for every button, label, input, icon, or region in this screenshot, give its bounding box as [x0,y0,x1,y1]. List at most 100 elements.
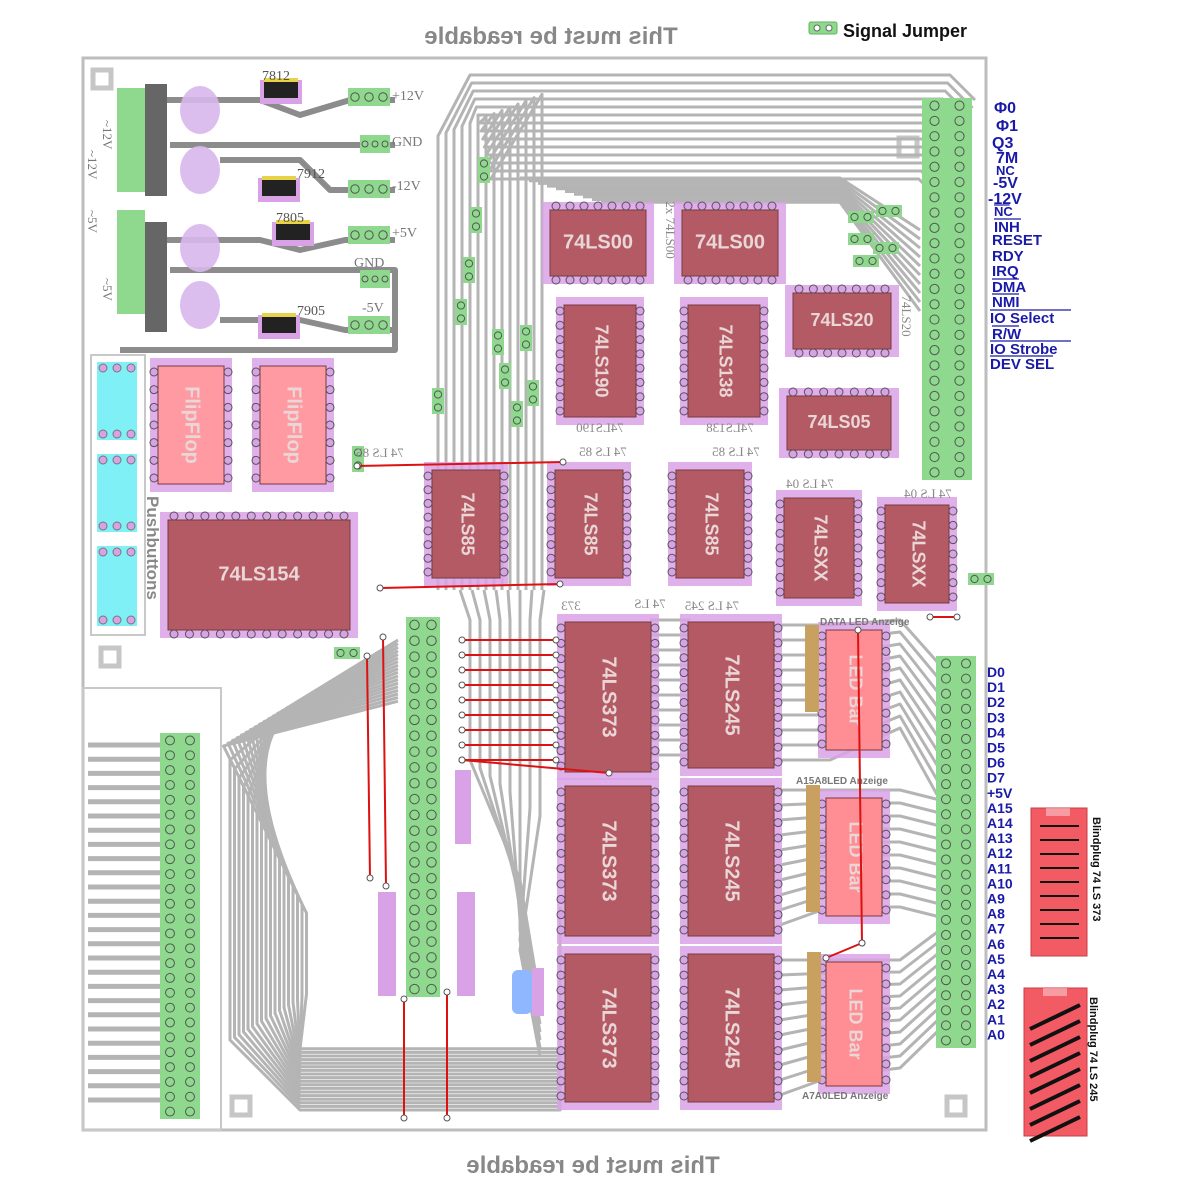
wire-end [458,711,466,719]
header-pin [165,1091,175,1102]
header-pin [929,100,940,111]
bus-signal-label: A2 [987,996,1005,1012]
wire-end [400,995,408,1003]
pcb-trace [436,73,977,590]
led-caption: A7A0LED Anzeige [802,1091,889,1102]
header-pin [954,467,965,478]
led-pads [532,968,544,1016]
header-pin [426,920,437,931]
header-pin [493,331,503,340]
pad [126,615,136,625]
header-pin [528,382,538,391]
silkscreen-text: 74LS20 [899,295,914,336]
header-pin [929,329,940,340]
led-blue [512,970,532,1014]
header-pin [940,824,952,835]
chip-74ls373-a: 74LS373 [556,614,660,780]
pcb-trace [482,589,542,1017]
header-pin [521,340,531,349]
header-pin [409,651,420,662]
header-pin [409,888,420,900]
header-pin [929,314,940,325]
blindplug-245: Blindplug 74 LS 245 [1023,987,1099,1143]
header-pin [426,936,437,947]
blindplug-jumper [1029,1019,1081,1047]
slot-signal-label: 7M [996,150,1018,167]
header-pin [409,698,420,710]
header-pin [954,253,965,264]
chip-74ls245-b: 74LS245 [679,778,783,944]
silkscreen-text: 74 LS 85 [712,444,760,459]
silkscreen-text: 74 LS [634,596,665,611]
header-pin [165,1017,175,1028]
blindplug-jumper [1029,1083,1081,1111]
header-pin [929,421,940,432]
slot-signal-label: INH [994,219,1020,236]
slot-signal-label: IO Select [990,310,1054,327]
header-pin [185,839,195,850]
header-pin [940,809,952,820]
header-pin [863,212,872,222]
led-bar-a7: LED Bar [817,954,891,1094]
pushbutton [97,362,137,440]
wire-end [854,626,862,634]
header-pin [929,283,940,295]
pin-header [360,270,390,288]
chip-74ls00-a: 74LS00 [542,201,654,285]
wire-end [552,711,560,719]
wire-end [552,741,560,749]
header-pin [940,944,952,956]
capacitor [180,281,220,329]
header-pin [409,778,420,789]
header-pin [929,207,940,218]
header-pin [165,1106,175,1117]
slot-signal-label: IO Strobe [990,341,1058,358]
header-pin [500,378,510,387]
svg-text:-5V: -5V [362,301,384,316]
red-wire [382,636,387,887]
socket-pads [457,892,475,996]
header-pin [165,1047,175,1058]
header-pin [875,243,884,253]
pin-header [334,647,360,659]
header-pin [954,436,965,447]
header-pin [983,574,992,584]
flipflop-b-label: FlipFlop [283,386,305,464]
header-pin [960,929,972,940]
pin-header [406,617,440,997]
chip-74ls20-label: 74LS20 [810,310,873,330]
pin-header [478,157,490,183]
pad [126,363,136,373]
header-pin [409,873,420,884]
header-pin [954,299,965,310]
wire-end [559,458,567,466]
pcb-trace [494,589,542,1025]
bus-signal-label: A14 [987,815,1013,831]
pad [98,363,108,373]
chip-74ls373-c-label: 74LS373 [598,987,620,1068]
header-pin [185,1002,195,1013]
header-pin [185,1062,195,1072]
ac-input-header [117,210,145,314]
header-pin [863,234,872,244]
bus-signal-label: +5V [987,785,1013,801]
header-pin [940,899,952,910]
header-pin [185,883,195,894]
header-pin [350,320,360,330]
header-pin [165,765,175,776]
edge-connector-area [82,687,222,1131]
header-pin [364,184,374,194]
pads-layer [90,78,994,1119]
header-pin [960,779,972,790]
header-pin [426,888,437,900]
svg-text:7812: 7812 [262,69,290,84]
wire-end [366,874,374,882]
header-pin [185,869,195,879]
bus-signal-label: D4 [987,724,1005,740]
header-pin [960,764,972,775]
power-labels: +12V GND -12V +5V GND -5V 7812 7912 7805… [262,69,424,319]
header-pin [929,436,940,447]
silkscreen-text: 74 LS 04 [786,476,834,491]
blindplug-373: Blindplug 74 LS 373 [1030,807,1102,957]
header-pin [165,1076,175,1087]
